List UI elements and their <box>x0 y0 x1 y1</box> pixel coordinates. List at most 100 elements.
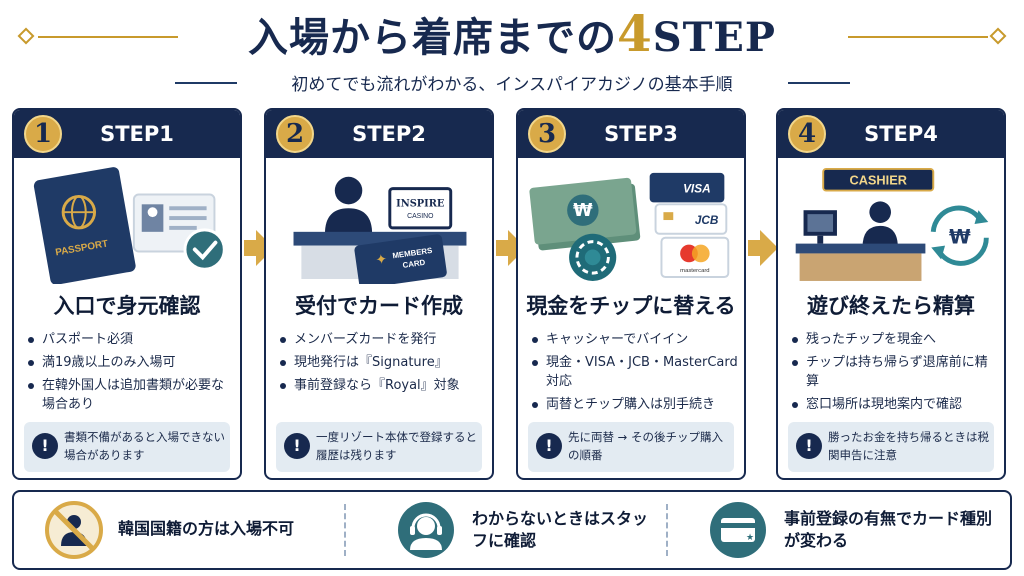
title-rule-right <box>848 36 988 38</box>
step-bullets: メンバーズカードを発行 現地発行は『Signature』 事前登録なら『Roya… <box>280 330 486 399</box>
bullet-item: 在韓外国人は追加書類が必要な場合あり <box>28 376 234 414</box>
currency-exchange-icon: ₩ <box>930 205 989 266</box>
step-heading: 遊び終えたら精算 <box>807 294 975 318</box>
note-text: 先に両替 → その後チップ購入の順番 <box>568 430 723 462</box>
arrow-stem <box>496 240 510 256</box>
computer-monitor-icon <box>803 210 837 244</box>
footer-text: 事前登録の有無でカード種別が変わる <box>784 509 993 550</box>
svg-text:CASHIER: CASHIER <box>849 173 906 188</box>
exclamation-icon: ! <box>536 433 562 459</box>
step-note: ! 勝ったお金を持ち帰るときは税関申告に注意 <box>788 422 994 472</box>
svg-text:INSPIRE: INSPIRE <box>396 198 444 209</box>
subtitle-rule-right <box>788 82 850 84</box>
bullet-item: 現金・VISA・JCB・MasterCard対応 <box>532 353 738 391</box>
footer-info-bar: 韓国国籍の方は入場不可 わからないときはスタッフに確認 ★ 事前登録の有無でカー… <box>12 490 1012 570</box>
reception-desk-illustration: INSPIRE CASINO ✦ MEMBERS CARD <box>293 176 467 284</box>
footer-divider <box>344 504 346 556</box>
cashier-illustration: CASHIER ₩ <box>795 167 989 281</box>
step-heading: 現金をチップに替える <box>526 294 736 318</box>
page-subtitle: 初めてでも流れがわかる、インスパイアカジノの基本手順 <box>291 75 733 95</box>
bullet-item: 残ったチップを現金へ <box>792 330 998 349</box>
exclamation-icon: ! <box>32 433 58 459</box>
bullet-item: 事前登録なら『Royal』対象 <box>280 376 486 395</box>
step-card-3: 3 STEP3 ₩ VISA JCB mastercard <box>516 108 746 480</box>
step-label: STEP3 <box>604 122 678 146</box>
staff-person-icon <box>324 176 373 234</box>
bullet-item: キャッシャーでバイイン <box>532 330 738 349</box>
jcb-card-icon: JCB <box>654 203 728 235</box>
note-text: 勝ったお金を持ち帰るときは税関申告に注意 <box>828 430 989 462</box>
svg-text:✦: ✦ <box>375 251 389 268</box>
step-card-4: 4 STEP4 CASHIER ₩ 遊び終えたら精算 残ったチッ <box>776 108 1006 480</box>
banknote-icon: ₩ <box>529 177 641 251</box>
step-header-3: 3 STEP3 <box>518 110 744 158</box>
inspire-casino-sign: INSPIRE CASINO <box>388 187 453 230</box>
footer-item-card-type: ★ 事前登録の有無でカード種別が変わる <box>668 492 1012 568</box>
bullet-item: メンバーズカードを発行 <box>280 330 486 349</box>
step-note: ! 書類不備があると入場できない場合があります <box>24 422 230 472</box>
title-rule-left <box>38 36 178 38</box>
title-number: 4 <box>616 4 653 63</box>
step-number-badge: 1 <box>24 115 62 153</box>
bullet-item: 現地発行は『Signature』 <box>280 353 486 372</box>
step-bullets: パスポート必須 満19歳以上のみ入場可 在韓外国人は追加書類が必要な場合あり <box>28 330 234 418</box>
svg-text:VISA: VISA <box>683 183 711 196</box>
step-number-badge: 2 <box>276 115 314 153</box>
member-card-icon: ★ <box>710 502 766 558</box>
title-text: 入場から着席までの <box>247 15 617 61</box>
step-bullets: 残ったチップを現金へ チップは持ち帰らず退席前に精算 窓口場所は現地案内で確認 <box>792 330 998 418</box>
step-header-2: 2 STEP2 <box>266 110 492 158</box>
step-label: STEP2 <box>352 122 426 146</box>
step-card-1: 1 STEP1 PASSPORT 入口で身元確認 パスポート必須 満19歳以上の… <box>12 108 242 480</box>
footer-text: 韓国国籍の方は入場不可 <box>118 519 295 538</box>
arrow-stem <box>748 240 762 256</box>
step-note: ! 先に両替 → その後チップ購入の順番 <box>528 422 734 472</box>
footer-item-nationality: 韓国国籍の方は入場不可 <box>14 492 344 568</box>
step-heading: 入口で身元確認 <box>53 294 201 318</box>
step-label: STEP1 <box>100 122 174 146</box>
arrow-right-icon <box>760 230 778 266</box>
subtitle-rule-left <box>175 82 237 84</box>
bullet-item: チップは持ち帰らず退席前に精算 <box>792 353 998 391</box>
footer-text: わからないときはスタッフに確認 <box>472 509 649 550</box>
visa-card-icon: VISA <box>649 172 725 203</box>
footer-divider <box>666 504 668 556</box>
svg-text:₩: ₩ <box>573 201 593 221</box>
members-card-icon: ✦ MEMBERS CARD <box>354 234 447 284</box>
svg-text:JCB: JCB <box>695 214 719 227</box>
footer-item-staff: わからないときはスタッフに確認 <box>346 492 666 568</box>
cashier-counter <box>795 243 926 281</box>
step-header-4: 4 STEP4 <box>778 110 1004 158</box>
mastercard-icon: mastercard <box>660 236 730 279</box>
step-label: STEP4 <box>864 122 938 146</box>
step-number-badge: 4 <box>788 115 826 153</box>
svg-text:mastercard: mastercard <box>680 268 709 274</box>
bullet-item: 窓口場所は現地案内で確認 <box>792 395 998 414</box>
note-text: 書類不備があると入場できない場合があります <box>64 430 225 462</box>
headset-staff-icon <box>398 502 454 558</box>
svg-text:CASINO: CASINO <box>407 213 433 220</box>
step-note: ! 一度リゾート本体で登録すると履歴は残ります <box>276 422 482 472</box>
svg-text:₩: ₩ <box>949 226 971 249</box>
title-step: STEP <box>652 14 776 61</box>
check-icon <box>183 228 226 271</box>
note-text: 一度リゾート本体で登録すると履歴は残ります <box>316 430 477 462</box>
passport-icon: PASSPORT <box>33 167 136 284</box>
step-number-badge: 3 <box>528 115 566 153</box>
casino-chip-icon <box>569 233 617 281</box>
cashier-sign: CASHIER <box>822 167 935 192</box>
step-bullets: キャッシャーでバイイン 現金・VISA・JCB・MasterCard対応 両替と… <box>532 330 738 418</box>
step-card-2: 2 STEP2 INSPIRE CASINO ✦ MEMBERS CARD 受付… <box>264 108 494 480</box>
svg-text:★: ★ <box>746 533 754 543</box>
passport-id-illustration: PASSPORT <box>33 167 226 284</box>
bullet-item: 満19歳以上のみ入場可 <box>28 353 234 372</box>
cashier-person-icon <box>862 201 898 248</box>
page-title: 入場から着席までの4STEP <box>0 4 1024 63</box>
exclamation-icon: ! <box>796 433 822 459</box>
step-heading: 受付でカード作成 <box>295 294 463 318</box>
svg-text:CARD: CARD <box>402 258 426 270</box>
no-entry-person-icon <box>45 501 103 559</box>
exclamation-icon: ! <box>284 433 310 459</box>
arrow-stem <box>244 240 258 256</box>
bullet-item: 両替とチップ購入は別手続き <box>532 395 738 414</box>
